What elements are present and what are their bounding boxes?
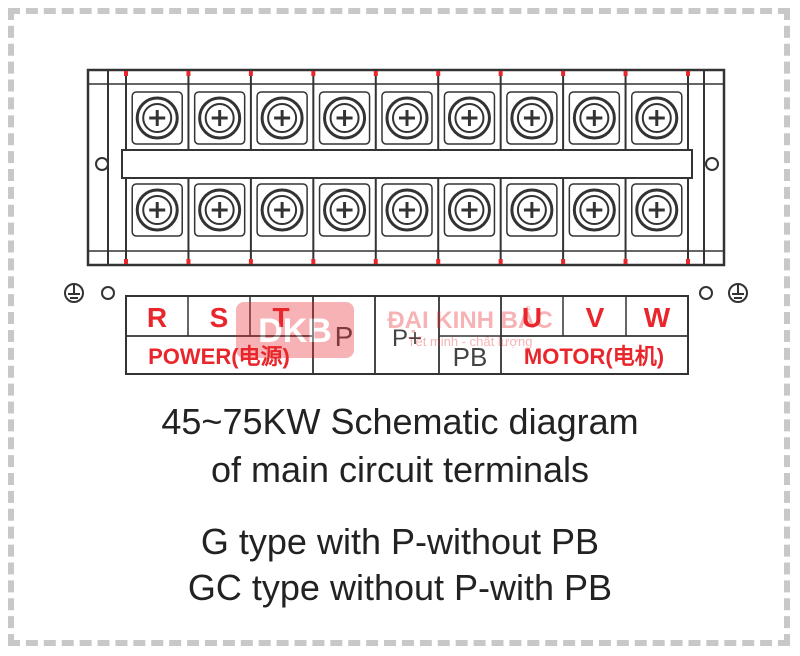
terminal-block-diagram: R S T P P+ PB U V W POWER(电源) MOTOR(电机) … — [64, 68, 748, 375]
label-v: V — [586, 302, 605, 333]
label-t: T — [272, 302, 289, 333]
terminal-screw — [131, 91, 183, 145]
label-w: W — [644, 302, 671, 333]
separator-marker-top — [561, 71, 566, 76]
block-center-bar — [121, 149, 693, 179]
terminal-screw — [568, 91, 621, 145]
label-r: R — [147, 302, 167, 333]
label-u: U — [522, 302, 542, 333]
ground-right-ring — [699, 286, 713, 300]
terminal-screw — [631, 91, 683, 145]
terminal-screw — [318, 91, 371, 145]
label-p: P — [335, 321, 354, 352]
separator-marker-top — [186, 71, 191, 76]
terminal-screw — [256, 183, 308, 237]
terminal-screw — [631, 183, 683, 237]
separator-marker-bottom — [373, 259, 378, 264]
caption-line-2: of main circuit terminals — [210, 449, 590, 490]
terminal-screw — [381, 183, 433, 237]
separator-marker-bottom — [561, 259, 566, 264]
separator-marker-bottom — [623, 259, 628, 264]
mount-hole-left — [95, 157, 109, 171]
label-pb: PB — [453, 342, 488, 372]
watermark-logo-text: DKB — [258, 312, 332, 350]
caption-line-4: GC type without P-with PB — [187, 567, 613, 608]
label-motor-group: MOTOR(电机) — [524, 344, 664, 369]
label-p-plus: P+ — [392, 325, 422, 352]
terminal-screw — [193, 183, 246, 237]
terminal-screw — [443, 183, 496, 237]
screw-layer — [124, 70, 690, 265]
terminal-screw — [256, 91, 308, 145]
terminal-screw — [381, 91, 433, 145]
ground-left-ring — [101, 286, 115, 300]
label-power-group: POWER(电源) — [148, 344, 290, 369]
separator-marker-top — [311, 71, 316, 76]
ground-right — [699, 283, 748, 303]
separator-marker-bottom — [186, 259, 191, 264]
terminal-screw — [131, 183, 183, 237]
separator-marker-top — [686, 71, 690, 76]
terminal-screw — [318, 183, 371, 237]
label-s: S — [210, 302, 229, 333]
terminal-screw — [506, 91, 558, 145]
separator-marker-top — [248, 71, 253, 76]
caption-line-3: G type with P-without PB — [200, 521, 600, 562]
watermark-logo-box — [236, 302, 354, 358]
separator-marker-bottom — [686, 259, 690, 264]
separator-marker-top — [498, 71, 503, 76]
separator-marker-bottom — [248, 259, 253, 264]
separator-marker-bottom — [124, 259, 128, 264]
ground-left — [64, 283, 115, 303]
separator-marker-top — [124, 71, 128, 76]
separator-marker-top — [436, 71, 441, 76]
label-table — [125, 295, 689, 375]
terminal-screw — [193, 91, 246, 145]
terminal-screw — [506, 183, 558, 237]
watermark-tagline: Tết minh - chất lượng — [408, 334, 533, 349]
separator-marker-bottom — [498, 259, 503, 264]
separator-marker-top — [373, 71, 378, 76]
caption-line-1: 45~75KW Schematic diagram — [161, 401, 639, 442]
terminal-screw — [443, 91, 496, 145]
separator-marker-bottom — [436, 259, 441, 264]
separator-marker-bottom — [311, 259, 316, 264]
dashed-frame — [8, 8, 790, 646]
watermark-brand: ĐẠI KINH BẮC — [387, 306, 552, 334]
terminal-screw — [568, 183, 621, 237]
separator-marker-top — [623, 71, 628, 76]
watermark: DKB ĐẠI KINH BẮC Tết minh - chất lượng — [236, 302, 553, 358]
mount-hole-right — [705, 157, 719, 171]
